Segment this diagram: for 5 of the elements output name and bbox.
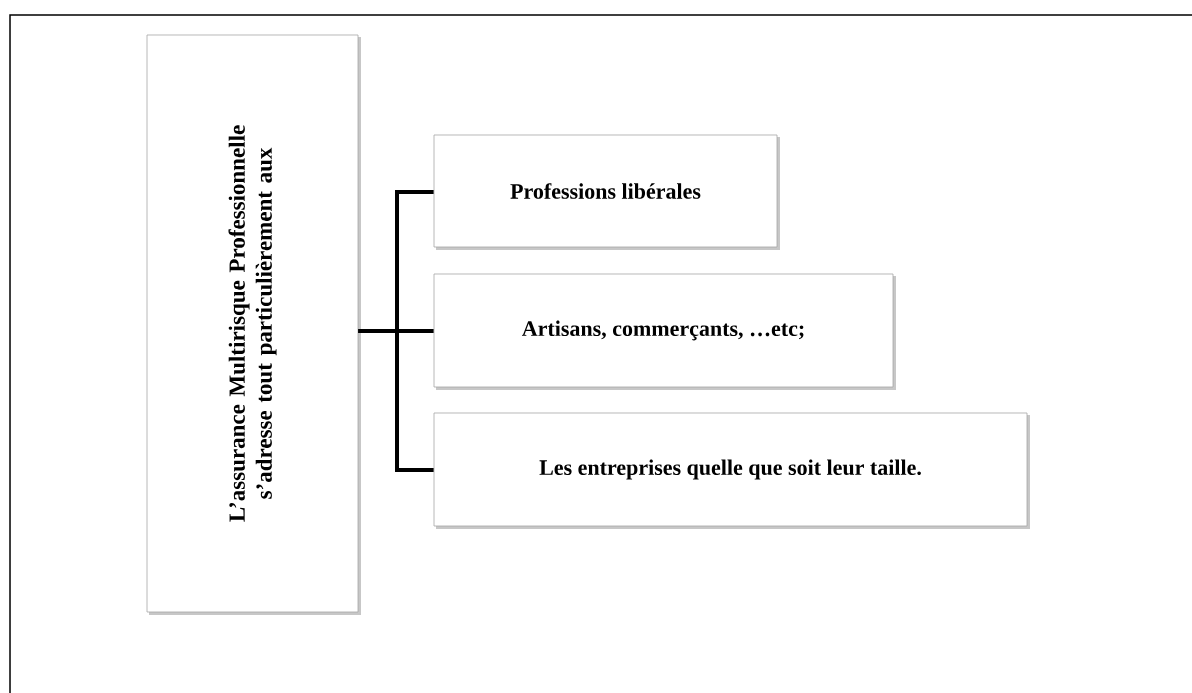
text-box: Professions libérales (433, 134, 780, 250)
text-box: L’assurance Multirisque Professionnelle s’adresse tout particulièrement aux (146, 34, 361, 615)
connector-line (358, 329, 434, 472)
text-box: Artisans, commerçants, …etc; (433, 273, 896, 390)
text-box: Les entreprises quelle que soit leur taille. (433, 412, 1030, 529)
